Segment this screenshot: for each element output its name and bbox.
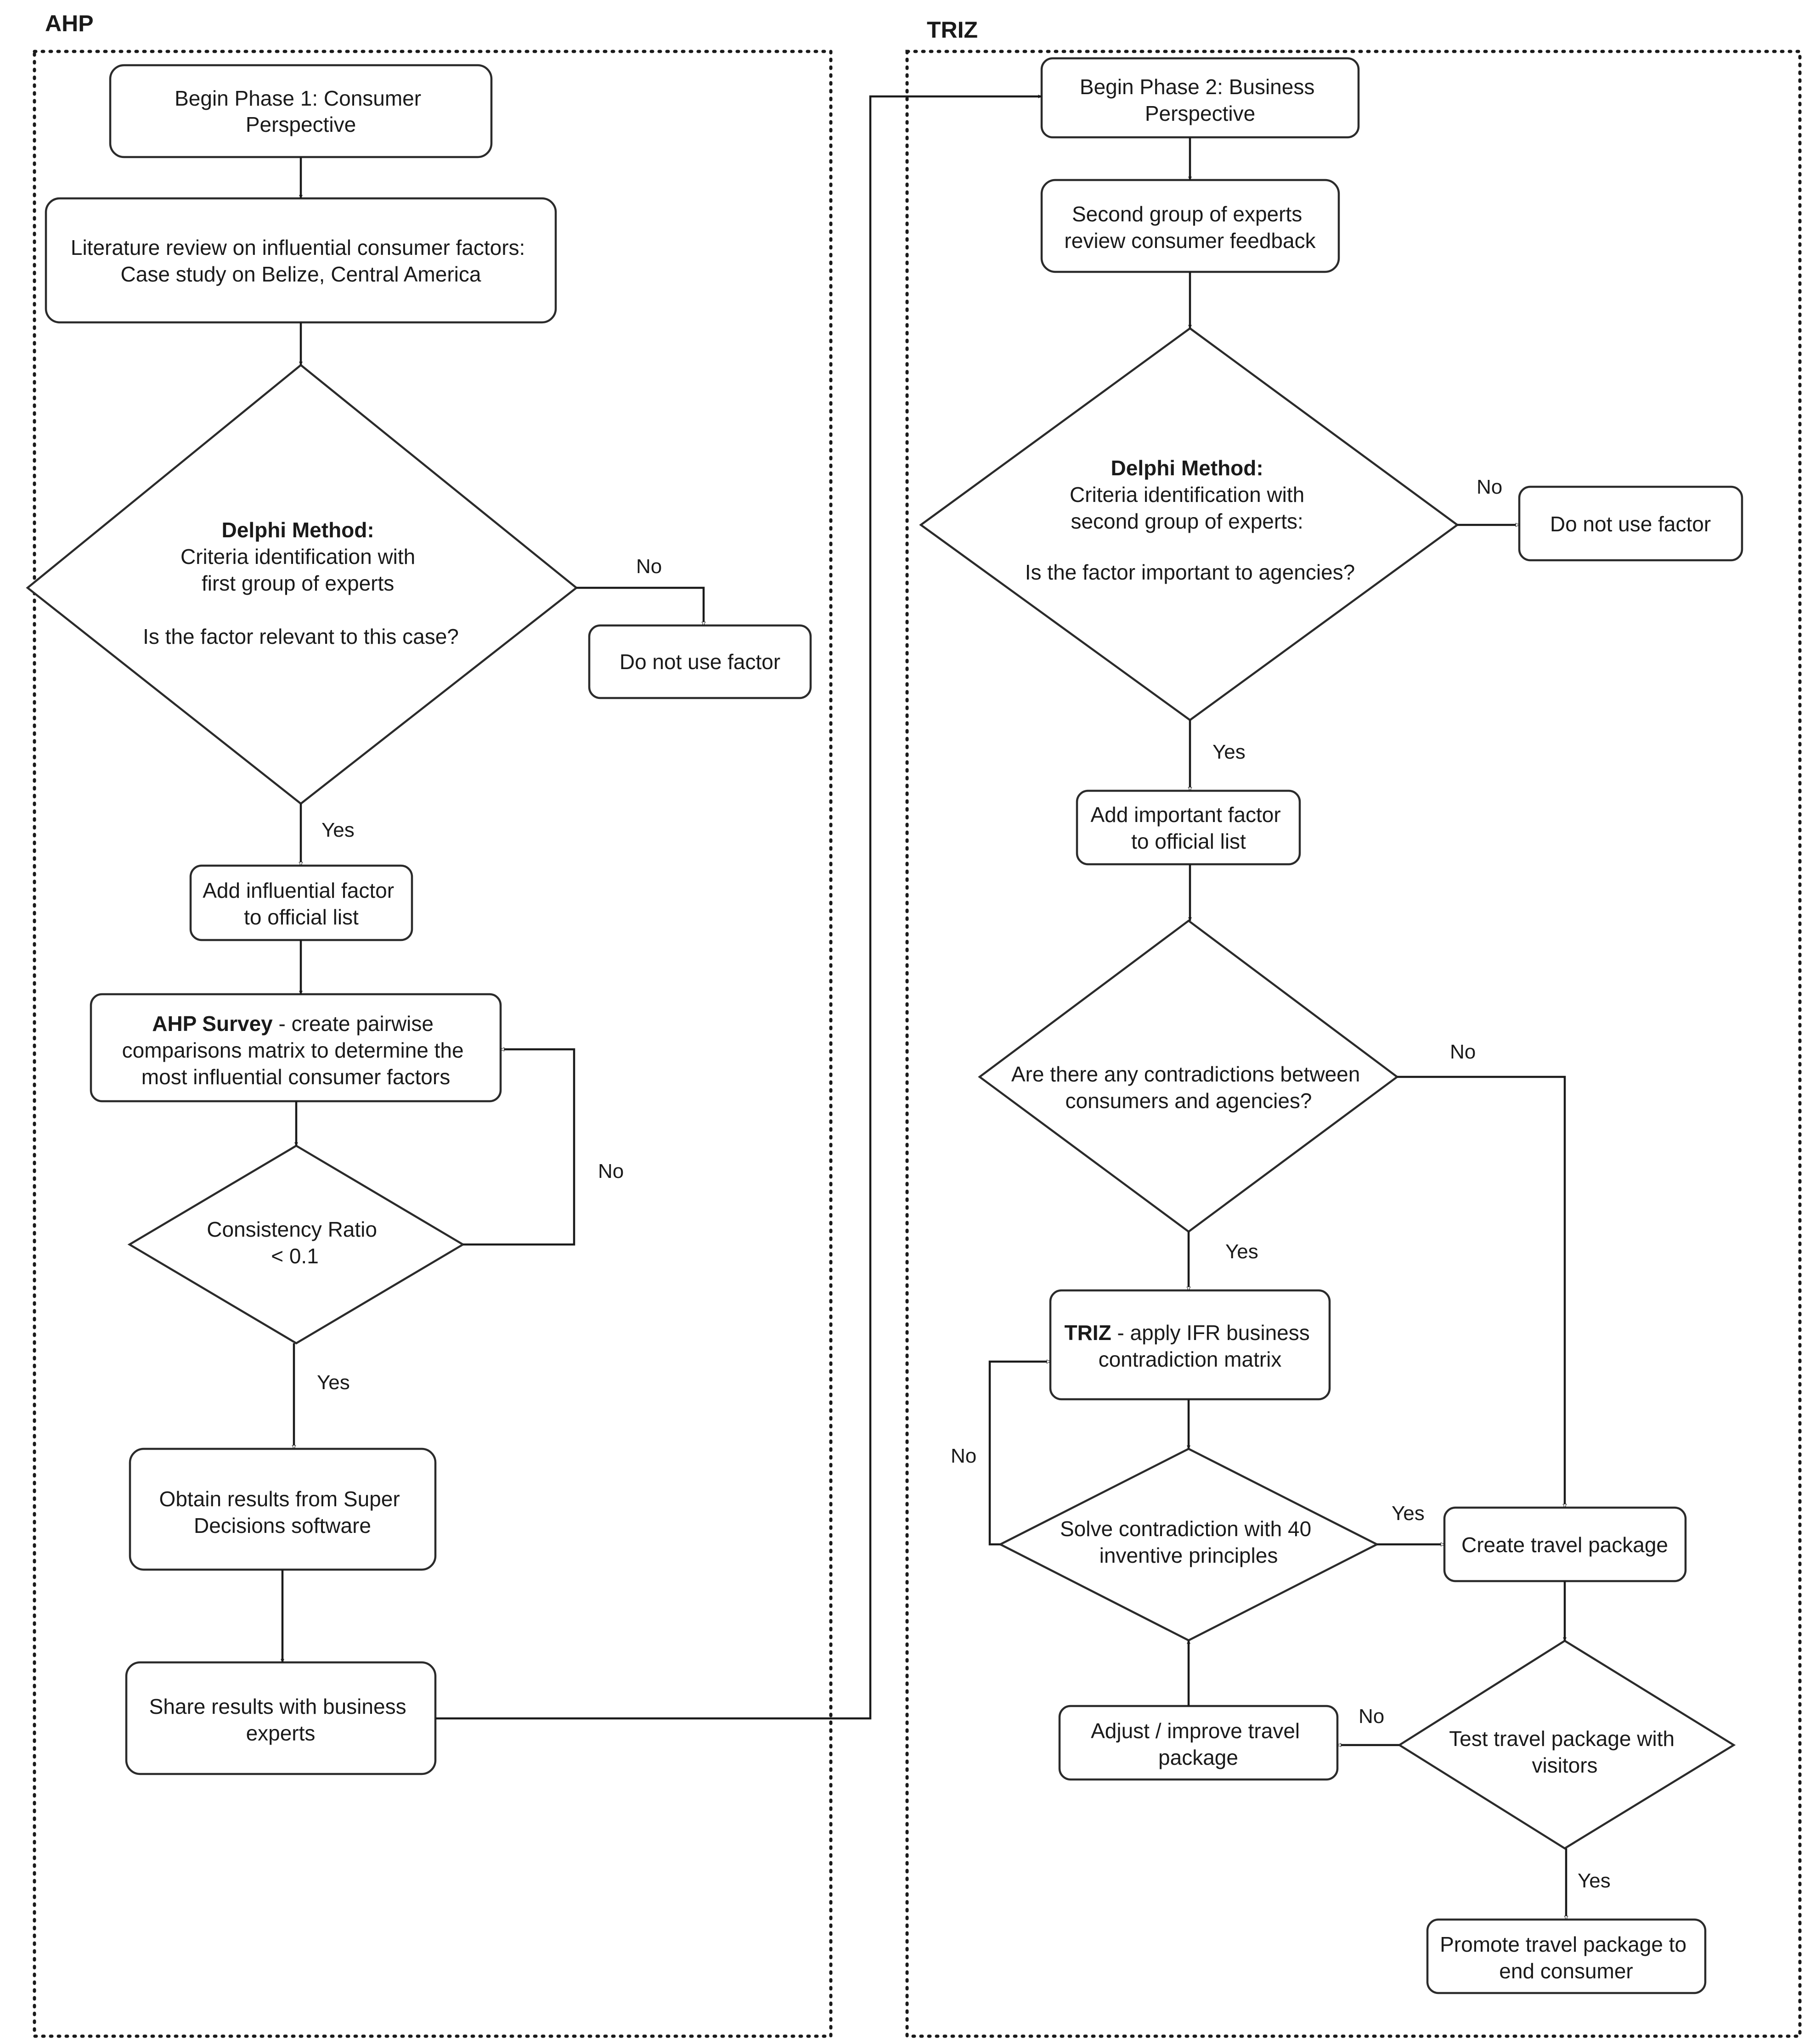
node-do-not-use-factor-2: Do not use factor (1518, 485, 1743, 562)
node-text: Second group of experts review consumer … (1064, 202, 1316, 253)
node-promote-travel-package: Promote travel package to end consumer (1426, 1918, 1707, 1994)
arrow-cr-no (463, 1049, 575, 1246)
node-text: AHP Survey - create pairwise comparisons… (122, 1012, 470, 1089)
decision-text: Delphi Method: Criteria identification w… (1025, 456, 1355, 584)
decision-text: Are there any contradictions between con… (1011, 1062, 1366, 1113)
node-begin-phase-1: Begin Phase 1: Consumer Perspective (109, 64, 493, 158)
ahp-section-frame (33, 50, 833, 2038)
label-contradictions-yes: Yes (1225, 1240, 1258, 1263)
label-delphi2-yes: Yes (1212, 741, 1246, 763)
decision-text: Delphi Method: Criteria identification w… (143, 518, 459, 648)
node-text: Obtain results from Super Decisions soft… (159, 1487, 406, 1537)
label-delphi2-no: No (1477, 476, 1502, 498)
ahp-section-title: AHP (45, 11, 94, 36)
label-delphi1-yes: Yes (321, 819, 355, 841)
arrow-contradictions-no (1397, 1075, 1565, 1508)
arrow-solve-no (988, 1362, 1050, 1546)
arrow-delphi1-no (576, 586, 704, 625)
triz-section-frame (905, 50, 1802, 2038)
node-create-travel-package: Create travel package (1443, 1506, 1687, 1582)
label-contradictions-no: No (1450, 1041, 1476, 1063)
decision-delphi-method-2: Delphi Method: Criteria identification w… (919, 327, 1459, 721)
arrow-share-to-begin2 (435, 95, 1042, 1720)
node-triz-apply-ifr: TRIZ - apply IFR business contradiction … (1049, 1289, 1331, 1401)
node-text: Add important factor to official list (1091, 803, 1287, 853)
node-text: Do not use factor (1550, 512, 1711, 536)
label-solve-no: No (951, 1445, 976, 1467)
decision-test-travel-package: Test travel package with visitors (1397, 1639, 1736, 1850)
decision-delphi-method-1: Delphi Method: Criteria identification w… (26, 364, 578, 805)
node-begin-phase-2: Begin Phase 2: Business Perspective (1040, 57, 1360, 139)
decision-solve-contradiction: Solve contradiction with 40 inventive pr… (998, 1447, 1379, 1642)
decision-consistency-ratio: Consistency Ratio < 0.1 (127, 1144, 465, 1345)
connectors (281, 95, 1566, 1920)
node-obtain-results: Obtain results from Super Decisions soft… (129, 1447, 437, 1571)
node-share-results: Share results with business experts (125, 1661, 437, 1775)
label-delphi1-no: No (636, 555, 662, 578)
decision-text: Consistency Ratio < 0.1 (207, 1217, 383, 1268)
node-text: Do not use factor (620, 650, 780, 674)
node-second-group-experts: Second group of experts review consumer … (1040, 179, 1340, 273)
node-ahp-survey: AHP Survey - create pairwise comparisons… (90, 993, 502, 1103)
node-text: Share results with business experts (149, 1695, 412, 1745)
node-add-important-factor: Add important factor to official list (1076, 789, 1301, 866)
node-text: Create travel package (1461, 1533, 1668, 1557)
decision-contradictions: Are there any contradictions between con… (978, 919, 1399, 1233)
node-text: Begin Phase 1: Consumer Perspective (175, 86, 427, 136)
label-solve-yes: Yes (1392, 1502, 1425, 1525)
node-do-not-use-factor-1: Do not use factor (588, 624, 812, 699)
node-text: TRIZ - apply IFR business contradiction … (1064, 1321, 1315, 1371)
node-text: Add influential factor to official list (203, 878, 400, 929)
label-cr-yes: Yes (317, 1371, 350, 1394)
node-text: Literature review on influential consume… (71, 236, 531, 286)
triz-section-title: TRIZ (927, 17, 978, 43)
label-test-yes: Yes (1578, 1869, 1611, 1892)
node-text: Promote travel package to end consumer (1440, 1932, 1692, 1983)
decision-text: Solve contradiction with 40 inventive pr… (1060, 1517, 1317, 1567)
node-add-influential-factor: Add influential factor to official list (189, 864, 413, 941)
node-text: Adjust / improve travel package (1091, 1719, 1306, 1769)
label-cr-no: No (598, 1160, 624, 1182)
edge-labels: No Yes No Yes No Yes No Yes No Yes No Ye… (317, 476, 1611, 1892)
node-literature-review: Literature review on influential consume… (45, 197, 557, 324)
node-adjust-travel-package: Adjust / improve travel package (1058, 1705, 1339, 1781)
node-text: Begin Phase 2: Business Perspective (1080, 75, 1320, 125)
label-test-no: No (1359, 1705, 1384, 1728)
decision-text: Test travel package with visitors (1449, 1727, 1680, 1777)
